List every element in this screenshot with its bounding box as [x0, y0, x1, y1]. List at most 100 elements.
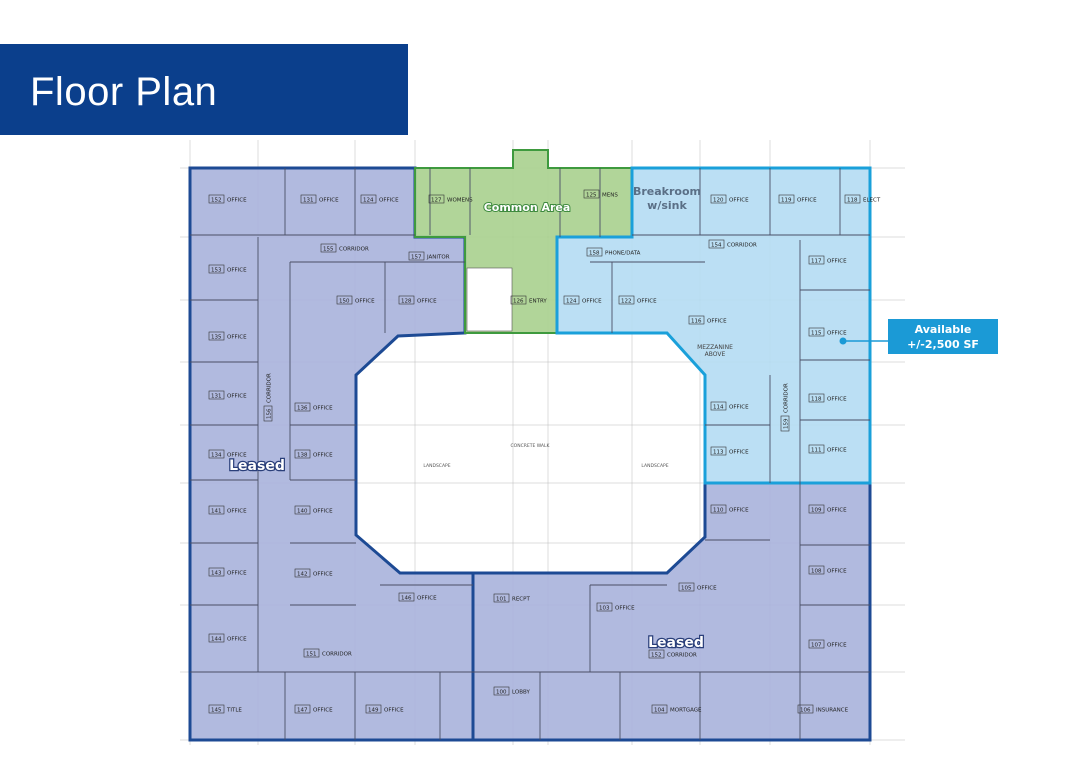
room-name: OFFICE — [827, 397, 847, 403]
room-number: 145 — [211, 708, 222, 714]
room-name: OFFICE — [827, 448, 847, 454]
room-number: 140 — [297, 509, 308, 515]
landscape-note: LANDSCAPE — [423, 463, 450, 469]
room-number: 115 — [811, 331, 822, 337]
room-name: OFFICE — [729, 508, 749, 514]
room-name: OFFICE — [615, 606, 635, 612]
room-name: OFFICE — [227, 268, 247, 274]
room-name: PHONE/DATA — [605, 251, 641, 257]
room-label: 124 OFFICE — [563, 295, 602, 305]
room-name: OFFICE — [313, 453, 333, 459]
room-name: INSURANCE — [816, 708, 849, 714]
room-number: 105 — [681, 586, 692, 592]
room-number: 119 — [781, 198, 792, 204]
room-name: CORRIDOR — [784, 383, 790, 413]
room-name: OFFICE — [827, 259, 847, 265]
room-number-box — [563, 295, 580, 305]
room-number: 118 — [847, 198, 858, 204]
room-number-box — [808, 255, 825, 265]
leased-zone-southeast[interactable] — [471, 481, 872, 742]
leased-label: Leased — [648, 635, 704, 651]
room-number-box — [208, 505, 225, 515]
room-name: OFFICE — [797, 198, 817, 204]
available-zone[interactable] — [555, 166, 872, 485]
callout-available: Available — [914, 323, 972, 336]
room-number: 108 — [811, 569, 822, 575]
room-number-box — [208, 633, 225, 643]
room-number: 126 — [513, 299, 524, 305]
room-name: OFFICE — [384, 708, 404, 714]
interior-walls — [190, 168, 870, 740]
room-name: CORRIDOR — [267, 373, 273, 403]
room-name: OFFICE — [707, 319, 727, 325]
room-number: 107 — [811, 643, 822, 649]
stairwell — [466, 267, 513, 332]
room-number-box — [336, 295, 353, 305]
room-number-box — [710, 401, 727, 411]
room-number-box — [808, 327, 825, 337]
room-number: 110 — [713, 508, 724, 514]
room-label: 119 OFFICE — [778, 194, 817, 204]
room-number-box — [208, 390, 225, 400]
room-number: 142 — [297, 572, 308, 578]
room-name: ENTRY — [529, 299, 547, 305]
mezzanine-note: ABOVE — [705, 351, 726, 358]
room-name: OFFICE — [227, 453, 247, 459]
room-name: OFFICE — [355, 299, 375, 305]
room-number: 124 — [566, 299, 577, 305]
room-name: OFFICE — [227, 394, 247, 400]
room-number-box — [493, 593, 510, 603]
room-name: CORRIDOR — [322, 652, 352, 658]
room-name: OFFICE — [417, 596, 437, 602]
room-name: TITLE — [226, 708, 242, 714]
room-name: LOBBY — [512, 690, 530, 696]
room-number-box — [320, 243, 337, 253]
leased-label: Leased — [229, 458, 285, 474]
room-number: 109 — [811, 508, 822, 514]
room-label: 103 OFFICE — [596, 602, 635, 612]
breakroom-label: Breakroom — [633, 185, 701, 198]
room-number-box — [678, 582, 695, 592]
room-number-box — [208, 194, 225, 204]
room-number-box — [263, 405, 273, 422]
room-name: OFFICE — [582, 299, 602, 305]
room-number-box — [360, 194, 377, 204]
room-number-box — [708, 239, 725, 249]
room-name: OFFICE — [729, 198, 749, 204]
landscape-note: LANDSCAPE — [641, 463, 668, 469]
room-number-box — [583, 189, 600, 199]
room-number-box — [294, 568, 311, 578]
room-number: 103 — [599, 606, 610, 612]
room-name: MORTGAGE — [670, 708, 702, 714]
room-number-box — [808, 504, 825, 514]
room-number: 128 — [401, 299, 412, 305]
room-number: 154 — [711, 243, 722, 249]
room-name: WOMENS — [447, 198, 473, 204]
room-number-box — [208, 264, 225, 274]
room-number: 100 — [496, 690, 507, 696]
room-number: 150 — [339, 299, 350, 305]
room-number: 124 — [363, 198, 374, 204]
room-number: 101 — [496, 597, 507, 603]
room-name: OFFICE — [827, 508, 847, 514]
callout-area: +/-2,500 SF — [907, 338, 979, 351]
